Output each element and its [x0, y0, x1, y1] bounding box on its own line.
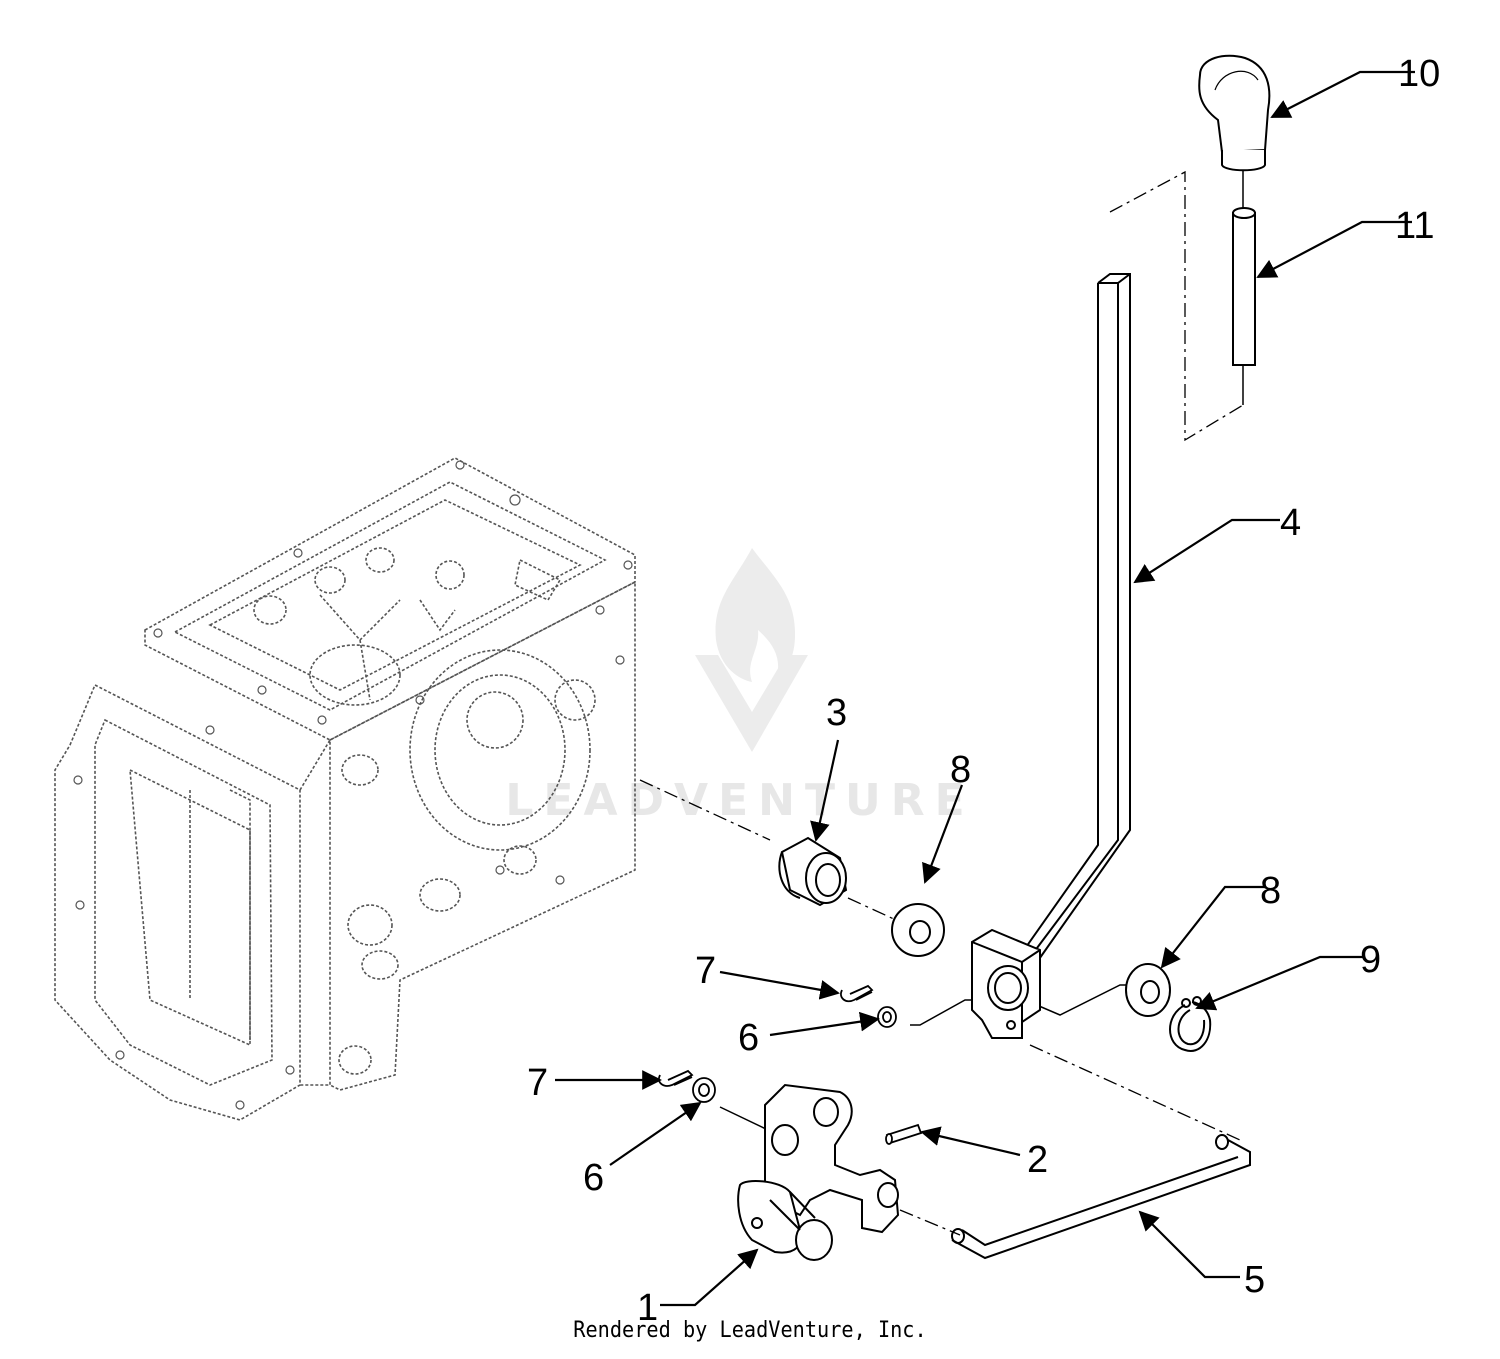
callout-11: 11 — [1395, 205, 1434, 247]
part-6-washer-upper — [877, 1006, 897, 1028]
callout-4: 4 — [1280, 502, 1301, 544]
part-8-washer-right — [1125, 963, 1171, 1017]
transmission-housing — [54, 457, 636, 1121]
watermark-text: LEADVENTURE — [505, 775, 974, 826]
leadventure-watermark: LEADVENTURE — [505, 548, 974, 826]
callout-7-lower: 7 — [527, 1062, 548, 1104]
callout-7-upper: 7 — [695, 950, 716, 992]
part-10-shift-knob — [1198, 54, 1271, 172]
callout-1: 1 — [637, 1287, 658, 1329]
part-4-shift-lever — [1011, 273, 1131, 973]
callout-8-upper: 8 — [950, 749, 971, 791]
part-6-washer-lower — [692, 1077, 716, 1103]
callout-6-upper: 6 — [738, 1017, 759, 1059]
callout-10: 10 — [1398, 53, 1440, 95]
part-7-cotter-pin-upper — [840, 984, 874, 1003]
callout-5: 5 — [1244, 1259, 1265, 1301]
part-7-cotter-pin-lower — [658, 1069, 694, 1087]
callout-8-right: 8 — [1260, 870, 1281, 912]
callout-leaders — [555, 70, 1415, 1307]
part-3-bushing — [778, 836, 848, 907]
callout-3: 3 — [826, 692, 847, 734]
part-8-washer-left — [891, 903, 945, 957]
callout-9: 9 — [1360, 939, 1381, 981]
render-credit: Rendered by LeadVenture, Inc. — [573, 1318, 927, 1343]
callout-6-lower: 6 — [583, 1157, 604, 1199]
part-2-roll-pin — [885, 1123, 923, 1145]
callout-2: 2 — [1027, 1139, 1048, 1181]
part-5-shift-rod — [951, 1134, 1251, 1260]
part-11-pin — [1232, 207, 1256, 366]
lever-hub — [971, 928, 1041, 1039]
part-1-bracket — [737, 1083, 900, 1261]
